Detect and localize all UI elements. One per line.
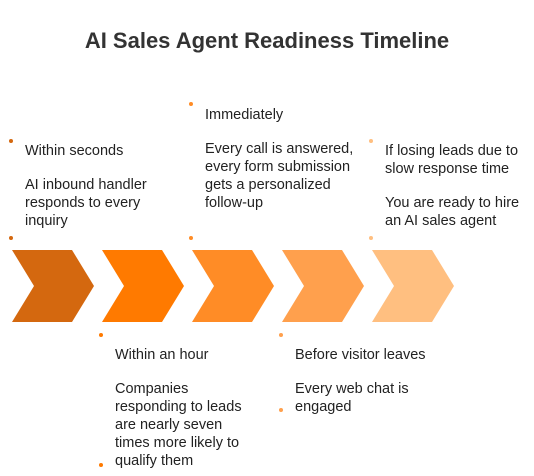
step-5-heading: If losing leads due to slow response tim… — [385, 143, 519, 177]
step-1-heading: Within seconds — [25, 143, 124, 159]
chevron-step-2 — [102, 250, 184, 322]
marker-dot-4-start — [279, 333, 283, 337]
chevron-step-1 — [12, 250, 94, 322]
step-3-heading: Immediately — [205, 107, 284, 123]
step-4-heading: Before visitor leaves — [295, 347, 426, 363]
marker-dot-1-start — [9, 139, 13, 143]
marker-dot-5-start — [369, 139, 373, 143]
marker-dot-4-end — [279, 408, 283, 412]
step-3-description: Every call is answered, every form submi… — [205, 141, 354, 211]
chevron-step-5 — [372, 250, 454, 322]
chevron-step-3 — [192, 250, 274, 322]
marker-dot-3-start — [189, 102, 193, 106]
step-3-text: Immediately Every call is answered, ever… — [205, 106, 355, 212]
step-4-description: Every web chat is engaged — [295, 381, 409, 415]
chevron-step-4 — [282, 250, 364, 322]
step-2-heading: Within an hour — [115, 347, 209, 363]
marker-dot-2-end — [99, 463, 103, 467]
step-2-text: Within an hour Companies responding to l… — [115, 346, 260, 470]
step-4-text: Before visitor leaves Every web chat is … — [295, 346, 445, 416]
marker-dot-2-start — [99, 333, 103, 337]
marker-dot-1-end — [9, 236, 13, 240]
step-5-description: You are ready to hire an AI sales agent — [385, 195, 520, 229]
marker-dot-5-end — [369, 236, 373, 240]
step-5-text: If losing leads due to slow response tim… — [385, 142, 530, 230]
step-1-description: AI inbound handler responds to every inq… — [25, 177, 147, 229]
diagram-title: AI Sales Agent Readiness Timeline — [84, 28, 450, 53]
step-2-description: Companies responding to leads are nearly… — [115, 381, 242, 469]
marker-dot-3-end — [189, 236, 193, 240]
step-1-text: Within seconds AI inbound handler respon… — [25, 142, 165, 230]
